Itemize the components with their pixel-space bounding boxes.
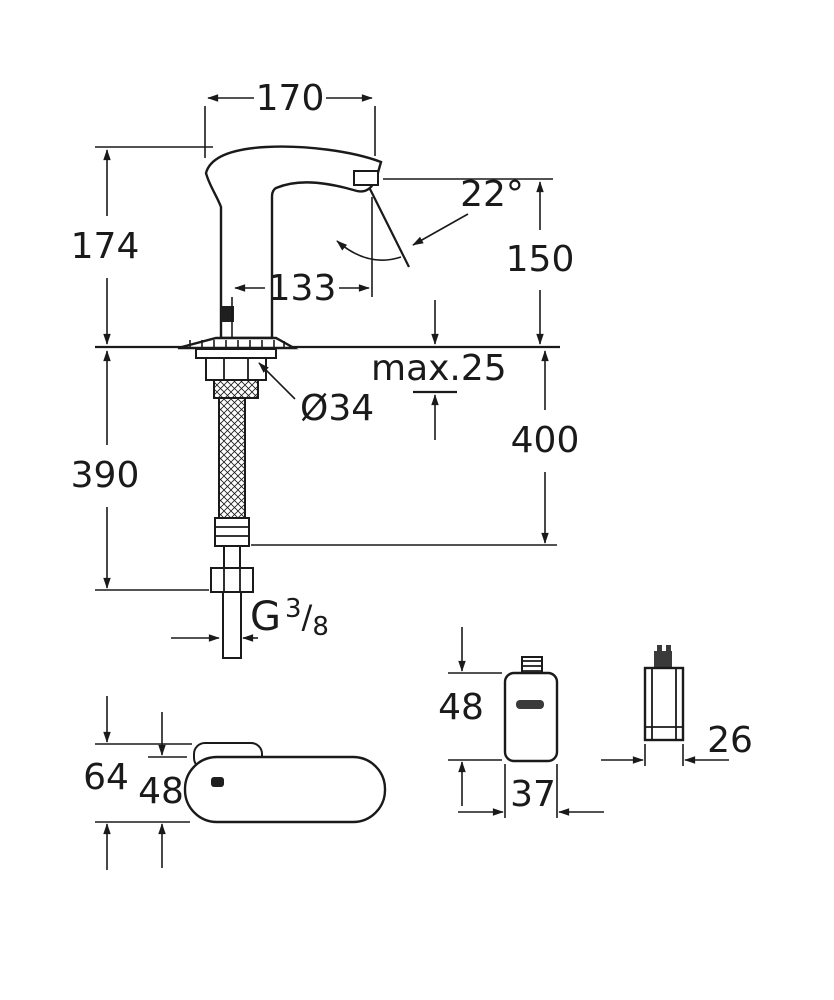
box-slot: [516, 700, 544, 709]
hose-tube: [223, 545, 241, 569]
mounting-washer: [195, 348, 277, 359]
thread-slash: /: [302, 598, 313, 636]
dim-label-hole-diameter: Ø34: [300, 388, 374, 429]
dim-top-depth-total: 64: [83, 696, 192, 870]
braided-hose: [218, 397, 246, 519]
dim-top-depth-body: 48: [138, 712, 187, 868]
leader-line: [258, 362, 296, 400]
dim-spray-angle: 22°: [336, 174, 524, 268]
dim-label-box-width: 37: [510, 774, 556, 815]
dim-supply-height-right: 400: [251, 350, 580, 546]
hose-tail: [222, 591, 242, 659]
dim-label-body-height: 174: [71, 226, 140, 267]
dim-label-spout-width: 170: [256, 78, 325, 119]
supply-hose-assembly: [195, 348, 277, 659]
dim-label-top-depth-total: 64: [83, 757, 129, 798]
threaded-shank: [213, 379, 259, 399]
mounting-nut: [205, 357, 267, 381]
control-box-front-view: [643, 645, 685, 742]
dim-label-supply-right: 400: [511, 420, 580, 461]
dim-label-max-thickness: max.25: [371, 348, 507, 389]
angle-arc: [336, 240, 402, 261]
dim-outlet-height: 150: [383, 178, 575, 345]
dim-label-spout-reach: 133: [268, 268, 337, 309]
control-box-body: [503, 671, 559, 763]
dim-hole-diameter: Ø34: [258, 362, 374, 429]
sensor-dot: [211, 777, 224, 787]
dim-box-depth: 26: [601, 720, 753, 766]
thread-prefix: G: [250, 594, 281, 640]
dim-box-width: 37: [458, 764, 604, 818]
spray-angle-line: [369, 188, 410, 268]
dim-label-box-height: 48: [438, 687, 484, 728]
dim-spout-width: 170: [204, 78, 376, 158]
hose-end-nut: [210, 567, 254, 593]
faucet-body-top-view: [183, 755, 387, 824]
leader-line: [412, 213, 469, 246]
dim-label-supply-left: 390: [71, 455, 140, 496]
thread-numerator: 3: [285, 594, 302, 624]
escutcheon-hatching: [189, 340, 285, 347]
sensor-window: [221, 306, 234, 322]
control-box-body-front: [643, 666, 685, 742]
dim-supply-height-left: 390: [71, 350, 209, 591]
thread-denominator: 8: [312, 612, 329, 642]
connector-tab: [666, 645, 671, 652]
escutcheon-plate: [177, 336, 299, 350]
hose-connector: [214, 517, 250, 547]
dim-label-box-depth: 26: [707, 720, 753, 761]
dim-label-top-depth-body: 48: [138, 771, 184, 812]
control-box-side-view: [503, 656, 559, 763]
dim-label-spray-angle: 22°: [460, 174, 524, 215]
box-top-connector-front: [654, 651, 672, 668]
dim-spout-reach: 133: [231, 197, 373, 339]
faucet-side-view: [177, 145, 383, 350]
dim-max-thickness: max.25: [371, 300, 507, 440]
dim-body-height: 174: [71, 146, 213, 345]
faucet-top-view: [183, 742, 387, 824]
aerator-outlet: [353, 170, 379, 186]
dim-box-height: 48: [438, 627, 502, 806]
dim-label-outlet-height: 150: [506, 239, 575, 280]
connector-tab: [657, 645, 662, 652]
